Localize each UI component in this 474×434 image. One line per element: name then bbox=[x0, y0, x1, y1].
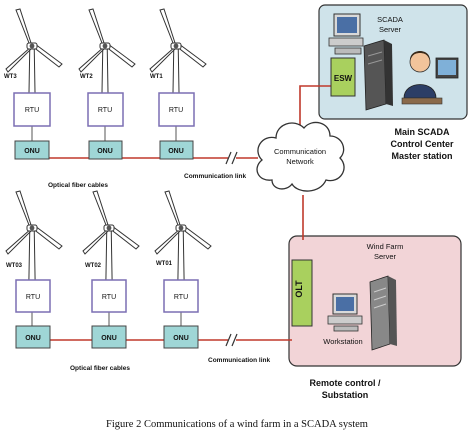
windfarm-server-label-line2: Server bbox=[374, 252, 397, 261]
turbine-icon bbox=[154, 190, 212, 287]
rtu-box bbox=[13, 92, 51, 127]
turbine-wt03: WT03 RTU ONU bbox=[5, 190, 63, 349]
scada-workstation-icon bbox=[328, 13, 364, 55]
network-label-line1: Communication bbox=[274, 147, 326, 156]
rtu-label: RTU bbox=[174, 294, 188, 301]
bottom-fiber-label: Optical fiber cables bbox=[70, 365, 130, 372]
network-label-line2: Network bbox=[286, 157, 314, 166]
turbine-icon bbox=[5, 190, 63, 287]
turbine-id-label: WT01 bbox=[156, 261, 173, 267]
main-center-title-line2: Control Center bbox=[391, 139, 454, 149]
olt-unit bbox=[291, 259, 313, 327]
turbine-wt2: WT2 RTU ONU bbox=[78, 8, 136, 160]
substation-title-line1: Remote control / bbox=[309, 378, 381, 388]
turbine-id-label: WT03 bbox=[6, 263, 23, 269]
main-center-title-line3: Master station bbox=[391, 151, 452, 161]
onu-box bbox=[163, 325, 199, 349]
rtu-label: RTU bbox=[98, 107, 112, 114]
esw-label: ESW bbox=[334, 74, 353, 83]
onu-box bbox=[15, 325, 51, 349]
main-center-title-line1: Main SCADA bbox=[394, 127, 450, 137]
scada-server-label-line2: Server bbox=[379, 25, 402, 34]
top-fiber-label: Optical fiber cables bbox=[48, 182, 108, 189]
rtu-label: RTU bbox=[26, 294, 40, 301]
rtu-label: RTU bbox=[25, 107, 39, 114]
operator-icon bbox=[401, 51, 459, 105]
windfarm-server-tower-icon bbox=[369, 275, 397, 351]
onu-label: ONU bbox=[101, 335, 117, 342]
rtu-box bbox=[91, 279, 127, 313]
rtu-label: RTU bbox=[102, 294, 116, 301]
figure-caption: Figure 2 Communications of a wind farm i… bbox=[106, 419, 368, 430]
top-link-label: Communication link bbox=[184, 173, 247, 180]
communication-network-cloud: Communication Network bbox=[256, 121, 345, 192]
windfarm-server-label-line1: Wind Farm bbox=[367, 242, 404, 251]
onu-label: ONU bbox=[97, 148, 113, 155]
scada-server-tower-icon bbox=[363, 39, 393, 111]
network-to-esw-link bbox=[299, 85, 331, 140]
turbine-id-label: WT02 bbox=[85, 263, 102, 269]
turbine-wt1: WT1 RTU ONU bbox=[149, 8, 207, 160]
turbine-wt02: WT02 RTU ONU bbox=[82, 190, 140, 349]
turbine-id-label: WT1 bbox=[150, 74, 163, 80]
workstation-icon bbox=[327, 293, 363, 332]
turbine-id-label: WT2 bbox=[80, 74, 93, 80]
bottom-link-label: Communication link bbox=[208, 357, 271, 364]
onu-box bbox=[91, 325, 127, 349]
turbine-icon bbox=[149, 8, 207, 105]
onu-box bbox=[14, 140, 50, 160]
workstation-label: Workstation bbox=[323, 337, 362, 346]
onu-label: ONU bbox=[173, 335, 189, 342]
onu-box bbox=[88, 140, 123, 160]
turbine-icon bbox=[5, 8, 63, 105]
substation-title-line2: Substation bbox=[322, 390, 369, 400]
turbine-id-label: WT3 bbox=[4, 74, 17, 80]
bottom-link-break-2 bbox=[231, 333, 238, 347]
onu-box bbox=[159, 140, 194, 160]
onu-label: ONU bbox=[168, 148, 184, 155]
onu-label: ONU bbox=[25, 335, 41, 342]
onu-label: ONU bbox=[24, 148, 40, 155]
turbine-icon bbox=[78, 8, 136, 105]
turbine-wt01: WT01 RTU ONU bbox=[154, 190, 212, 349]
rtu-box bbox=[158, 92, 195, 127]
rtu-box bbox=[163, 279, 199, 313]
turbine-wt3: WT3 RTU ONU bbox=[4, 8, 63, 160]
turbine-icon bbox=[82, 190, 140, 287]
rtu-box bbox=[87, 92, 124, 127]
bottom-link-break bbox=[225, 333, 232, 347]
top-link-break bbox=[225, 151, 232, 165]
rtu-box bbox=[15, 279, 51, 313]
olt-label: OLT bbox=[294, 280, 304, 298]
scada-server-label-line1: SCADA bbox=[377, 15, 403, 24]
esw-switch bbox=[330, 57, 356, 97]
rtu-label: RTU bbox=[169, 107, 183, 114]
top-link-break-2 bbox=[231, 151, 238, 165]
